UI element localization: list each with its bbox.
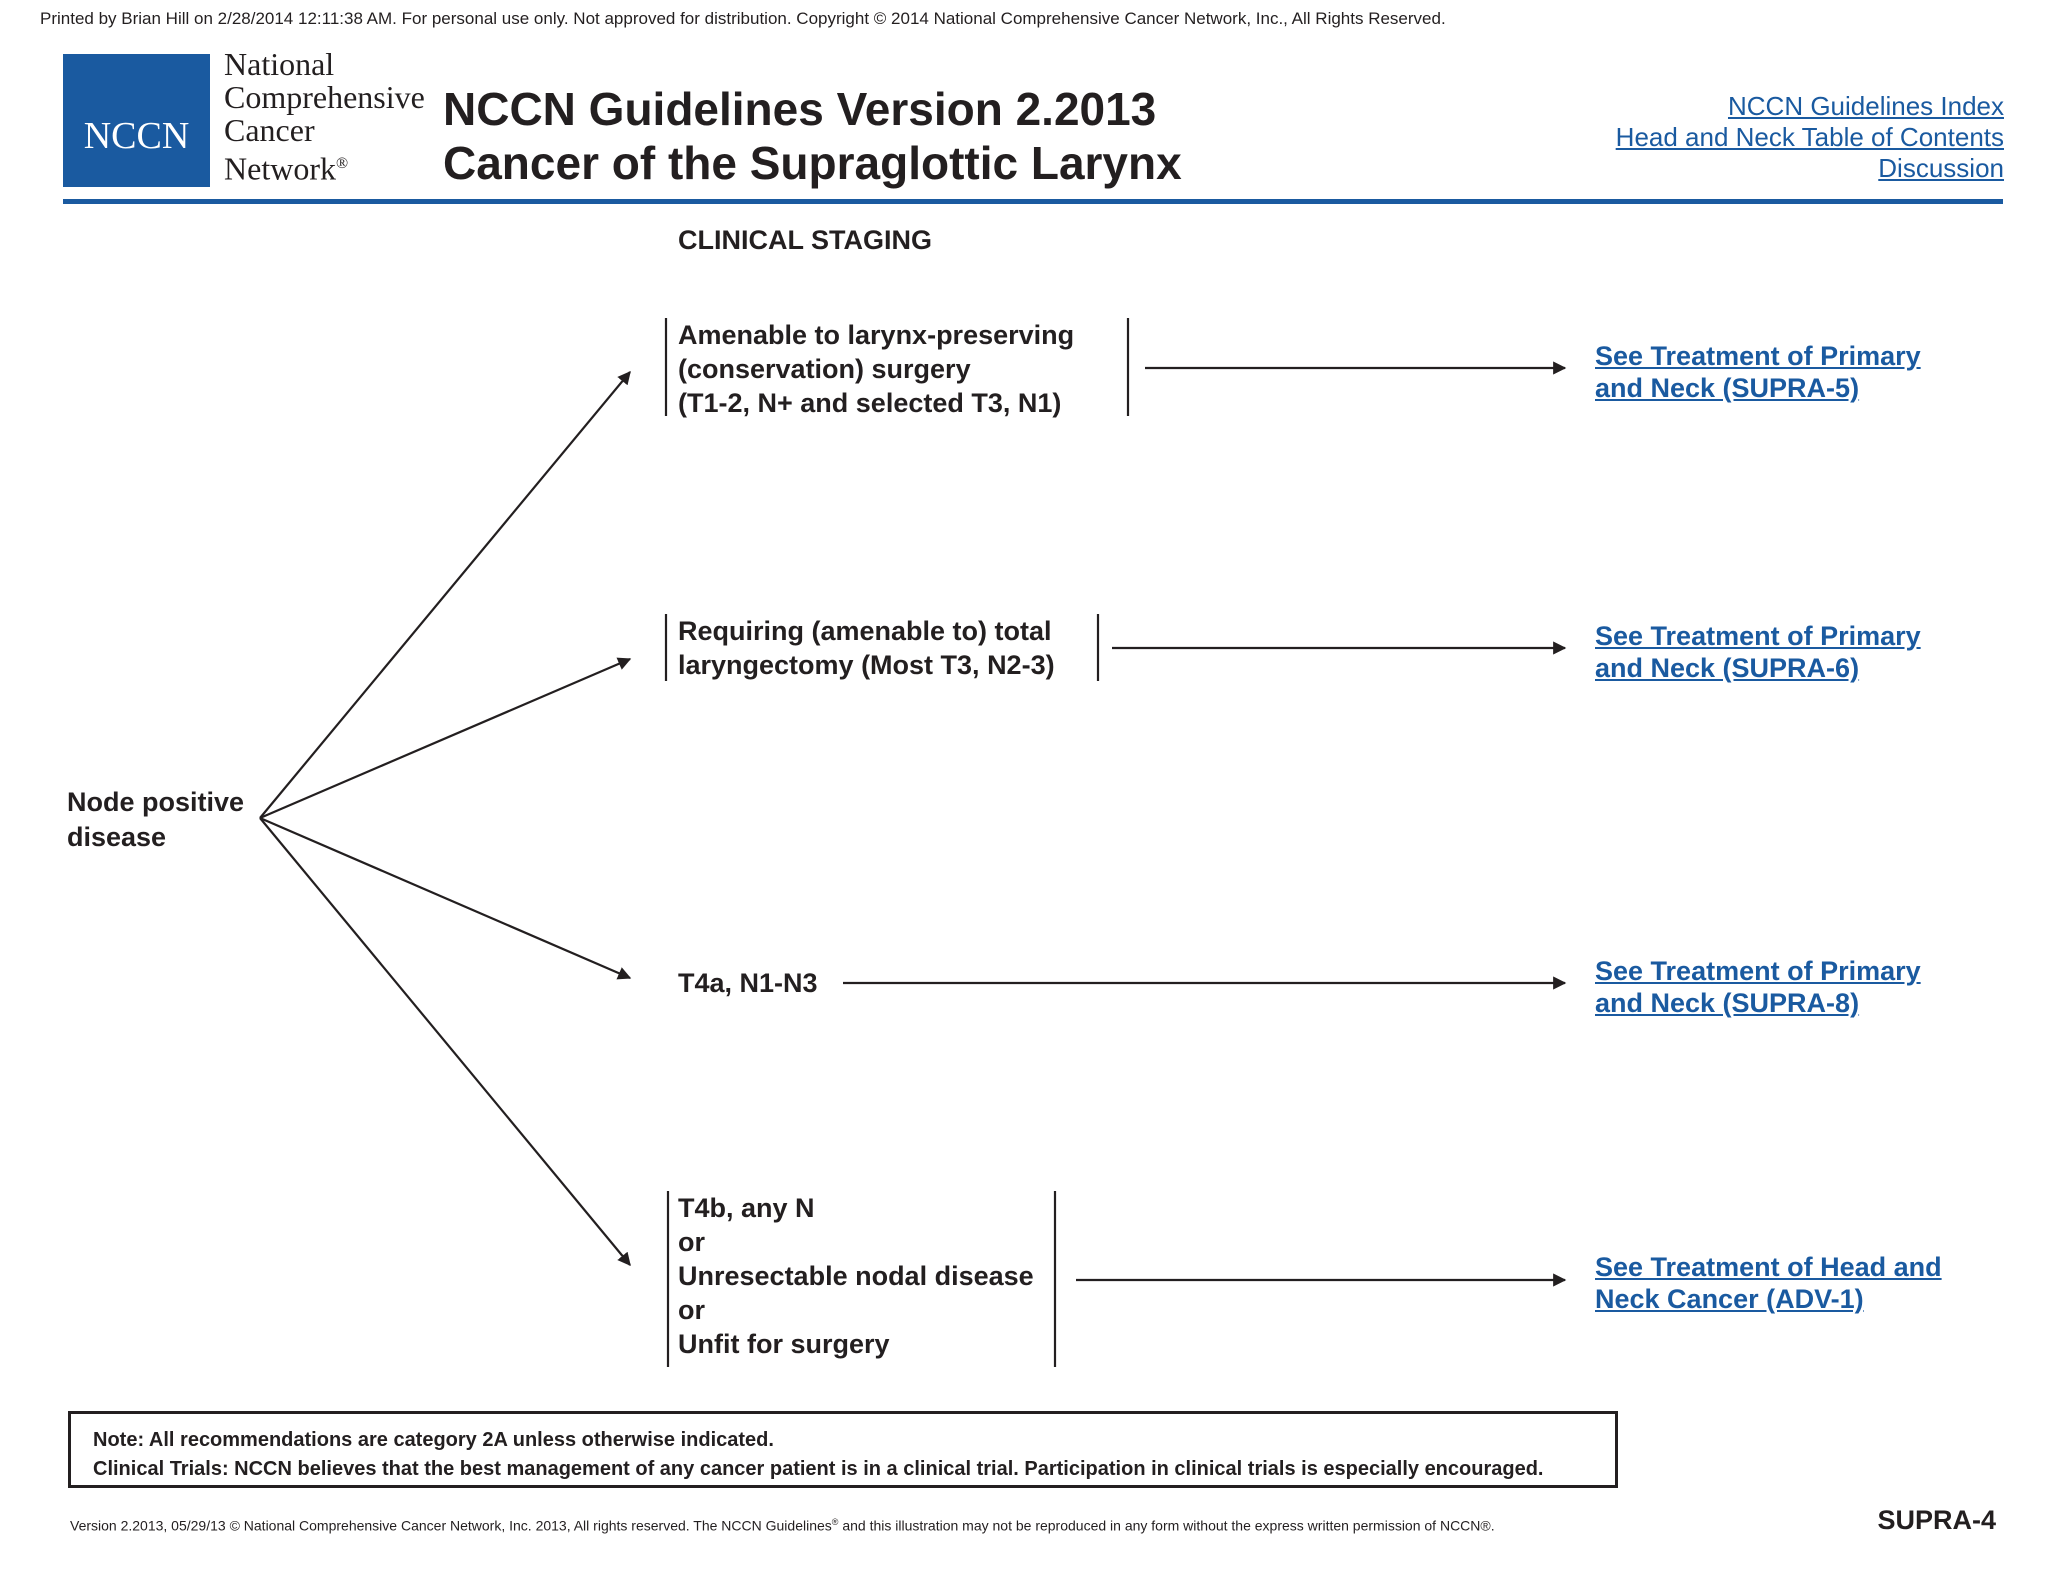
root-node-line-1: Node positive [67, 787, 245, 817]
treatment-link-2-line-1[interactable]: See Treatment of Primary [1595, 621, 1921, 651]
treatment-link-adv-1[interactable]: See Treatment of Head and Neck Cancer (A… [1595, 1251, 1942, 1315]
title-line-2: Cancer of the Supraglottic Larynx [443, 137, 1182, 189]
logo-wordmark: National Comprehensive Cancer Network® [224, 48, 425, 186]
treatment-link-2-line-2[interactable]: and Neck (SUPRA-6) [1595, 653, 1860, 683]
treatment-link-4-line-2[interactable]: Neck Cancer (ADV-1) [1595, 1284, 1864, 1314]
staging-box-3: T4a, N1-N3 [668, 966, 818, 1000]
treatment-link-1-line-1[interactable]: See Treatment of Primary [1595, 341, 1921, 371]
staging-box-1-line-3: (T1-2, N+ and selected T3, N1) [678, 388, 1062, 418]
treatment-link-3-line-2[interactable]: and Neck (SUPRA-8) [1595, 988, 1860, 1018]
nav-link-guidelines-index[interactable]: NCCN Guidelines Index [1727, 91, 2004, 121]
title-line-1: NCCN Guidelines Version 2.2013 [443, 83, 1157, 135]
root-node: Node positive disease [67, 785, 244, 855]
staging-box-4-line-1: T4b, any N [678, 1193, 815, 1223]
staging-box-1-line-2: (conservation) surgery [678, 354, 971, 384]
note-box: Note: All recommendations are category 2… [68, 1411, 1618, 1488]
treatment-link-3-line-1[interactable]: See Treatment of Primary [1595, 956, 1921, 986]
staging-box-4-line-5: Unfit for surgery [678, 1329, 890, 1359]
nav-link-discussion[interactable]: Discussion [1878, 153, 2004, 183]
staging-box-3-line-1: T4a, N1-N3 [678, 968, 818, 998]
section-heading: CLINICAL STAGING [678, 225, 932, 255]
staging-box-4: T4b, any N or Unresectable nodal disease… [668, 1191, 1034, 1361]
nav-link-table-of-contents[interactable]: Head and Neck Table of Contents [1615, 122, 2004, 152]
header-divider [63, 199, 2003, 204]
footer-registered-mark: ® [831, 1517, 839, 1527]
treatment-link-supra-6[interactable]: See Treatment of Primary and Neck (SUPRA… [1595, 620, 1921, 684]
treatment-link-4-line-1[interactable]: See Treatment of Head and [1595, 1252, 1942, 1282]
print-notice: Printed by Brian Hill on 2/28/2014 12:11… [40, 9, 1446, 28]
staging-box-1: Amenable to larynx-preserving (conservat… [668, 318, 1074, 420]
staging-box-4-line-3: Unresectable nodal disease [678, 1261, 1034, 1291]
logo-mark: NCCN [83, 115, 190, 157]
staging-box-2: Requiring (amenable to) total laryngecto… [668, 614, 1055, 682]
nccn-logo: NCCN [63, 54, 210, 187]
root-node-line-2: disease [67, 822, 167, 852]
footer-text-end: and this illustration may not be reprodu… [838, 1517, 1495, 1534]
treatment-link-supra-8[interactable]: See Treatment of Primary and Neck (SUPRA… [1595, 955, 1921, 1019]
note-line-1: Note: All recommendations are category 2… [93, 1429, 774, 1451]
staging-box-4-line-2: or [678, 1227, 705, 1257]
treatment-link-1-line-2[interactable]: and Neck (SUPRA-5) [1595, 373, 1860, 403]
logo-registered-mark: ® [335, 155, 349, 172]
staging-box-2-line-2: laryngectomy (Most T3, N2-3) [678, 650, 1055, 680]
branch-arrow-1 [259, 370, 631, 819]
staging-box-4-line-4: or [678, 1295, 705, 1325]
footer-text-start: Version 2.2013, 05/29/13 © National Comp… [70, 1517, 832, 1534]
logo-line-4: Network [224, 150, 336, 187]
logo-line-3: Cancer [224, 112, 315, 148]
note-line-2: Clinical Trials: NCCN believes that the … [93, 1458, 1544, 1480]
page-title: NCCN Guidelines Version 2.2013 Cancer of… [443, 82, 1182, 190]
treatment-link-supra-5[interactable]: See Treatment of Primary and Neck (SUPRA… [1595, 340, 1921, 404]
branch-arrow-4 [259, 817, 631, 1267]
staging-box-1-line-1: Amenable to larynx-preserving [678, 320, 1075, 350]
header-nav: NCCN Guidelines Index Head and Neck Tabl… [1616, 91, 2004, 184]
branch-arrow-3 [259, 816, 632, 980]
footer-copyright: Version 2.2013, 05/29/13 © National Comp… [70, 1517, 1495, 1534]
page-code: SUPRA-4 [1877, 1505, 1996, 1535]
staging-box-2-line-1: Requiring (amenable to) total [678, 616, 1052, 646]
branch-arrow-2 [259, 657, 632, 820]
logo-line-2: Comprehensive [224, 79, 425, 115]
logo-line-1: National [224, 46, 335, 82]
